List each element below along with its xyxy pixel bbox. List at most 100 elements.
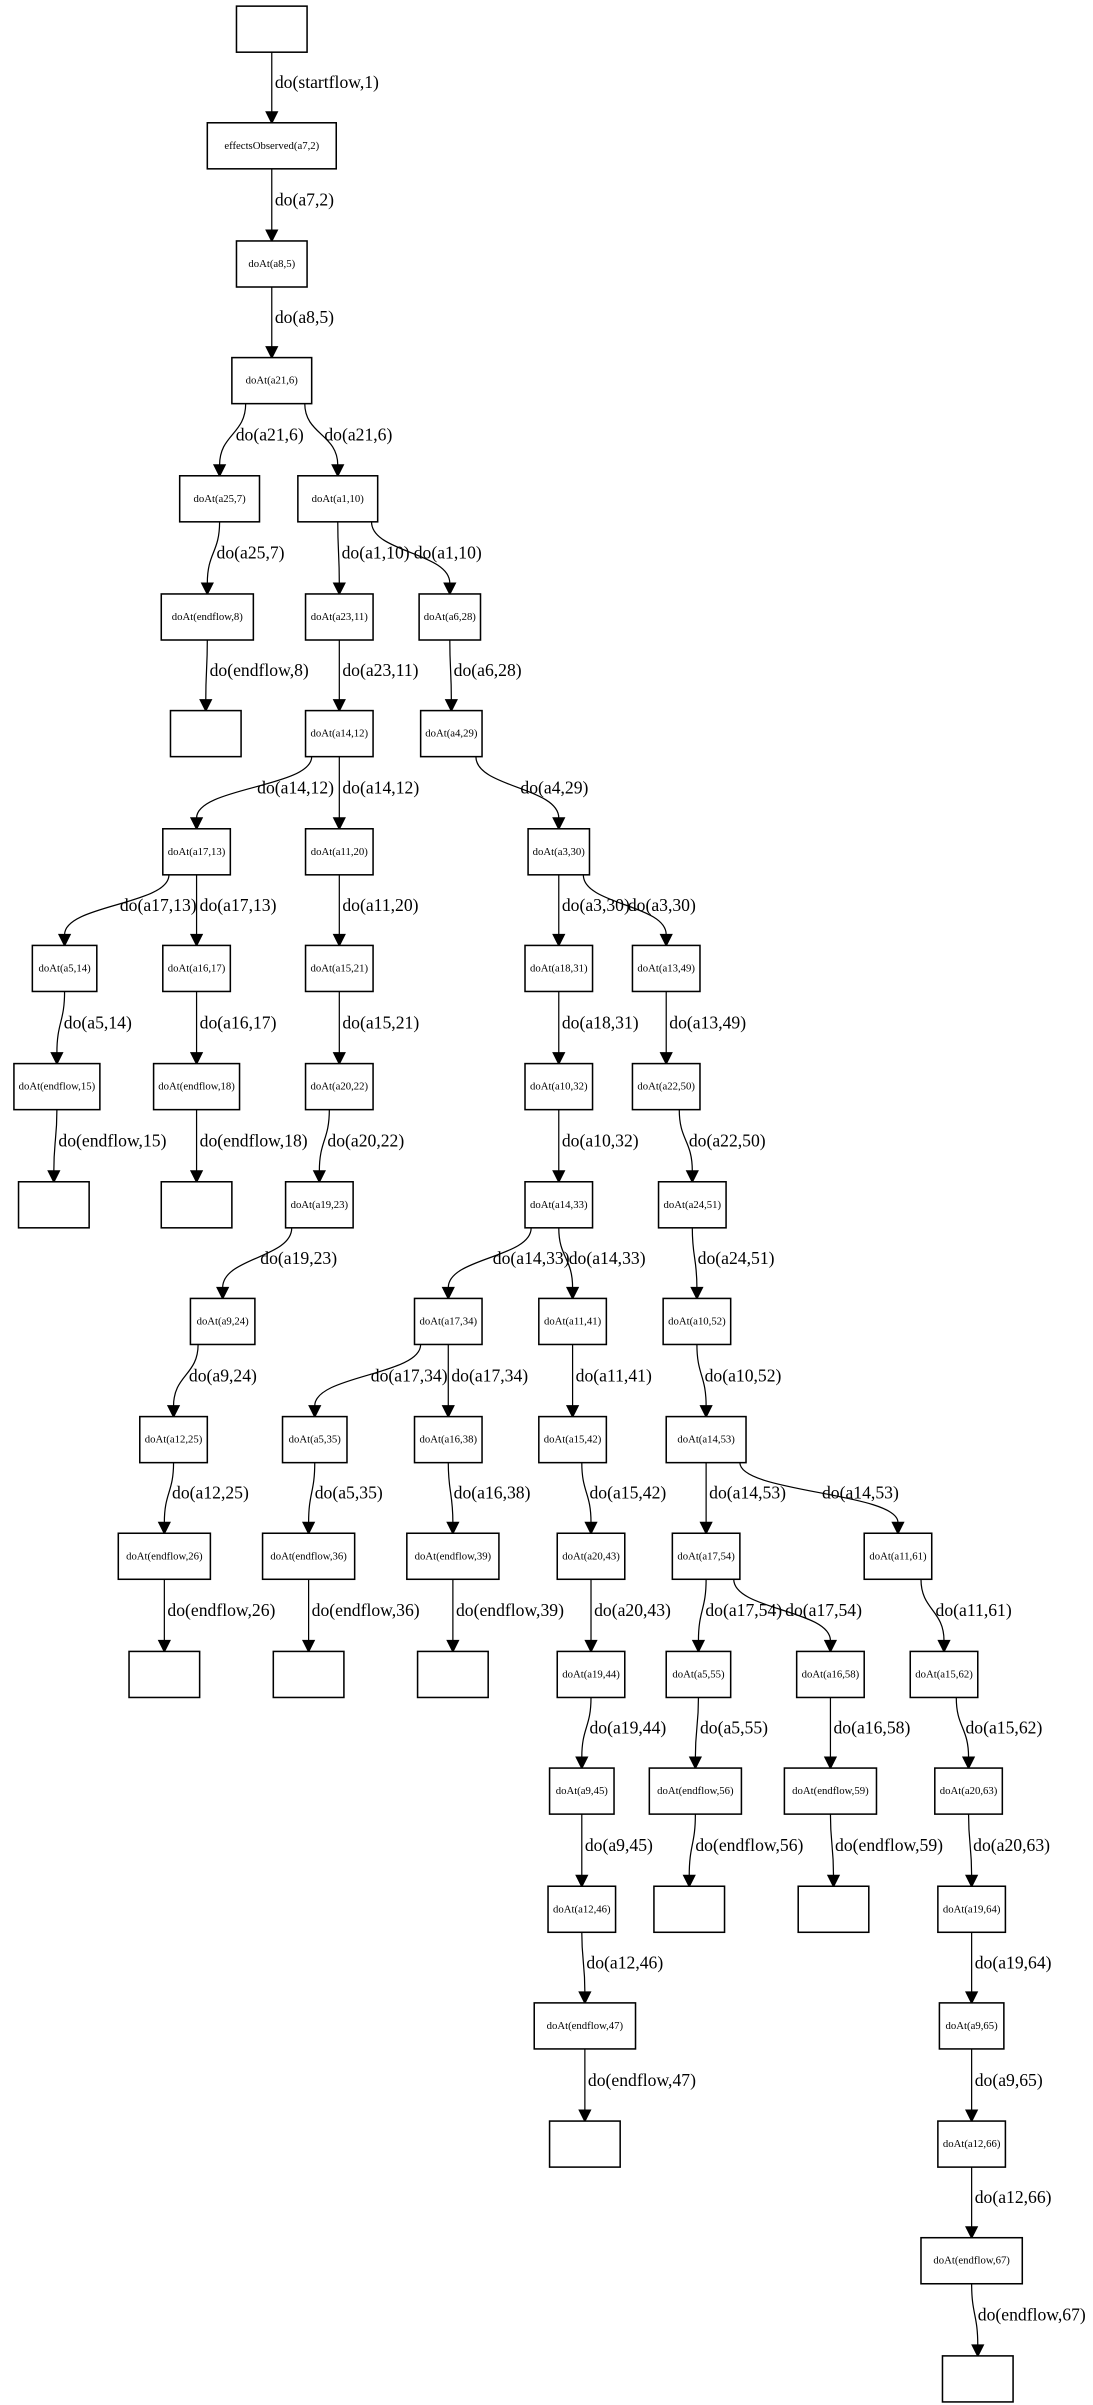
arrowhead-icon xyxy=(446,1521,460,1535)
graph-edge: do(a1,10) xyxy=(332,521,410,596)
graph-node: doAt(a24,51) xyxy=(657,1181,727,1229)
node-box xyxy=(235,240,308,288)
graph-edge: do(endflow,36) xyxy=(301,1579,420,1654)
node-box xyxy=(556,1532,626,1581)
node-box xyxy=(863,1532,933,1581)
node-label: doAt(a4,29) xyxy=(425,728,478,740)
node-box xyxy=(662,1297,732,1346)
edge-line xyxy=(920,1579,945,1641)
node-box xyxy=(235,5,308,53)
arrowhead-icon xyxy=(965,2226,979,2240)
node-box xyxy=(538,1415,608,1464)
graph-node: doAt(a21,6) xyxy=(231,356,313,405)
node-label: doAt(a21,6) xyxy=(246,375,299,387)
arrowhead-icon xyxy=(965,1874,979,1888)
edge-label: do(a19,44) xyxy=(589,1718,666,1738)
edge-label: do(a12,25) xyxy=(172,1483,249,1503)
graph-edge: do(a24,51) xyxy=(690,1227,775,1301)
node-box xyxy=(524,1181,594,1229)
edge-line xyxy=(337,521,340,584)
arrowhead-icon xyxy=(57,933,72,948)
graph-node: doAt(endflow,47) xyxy=(533,2002,637,2050)
edge-label: do(a14,33) xyxy=(569,1248,646,1268)
graph-node-empty xyxy=(548,2120,621,2168)
edge-label: do(endflow,59) xyxy=(835,1835,943,1855)
arrowhead-icon xyxy=(189,1052,204,1066)
edge-label: do(a10,32) xyxy=(562,1130,639,1150)
node-label: effectsObserved(a7,2) xyxy=(224,140,319,152)
node-label: doAt(endflow,8) xyxy=(172,611,244,623)
node-box xyxy=(524,1062,594,1111)
edge-label: do(a9,24) xyxy=(189,1365,257,1385)
node-label: doAt(a20,22) xyxy=(311,1081,369,1093)
node-box xyxy=(419,709,483,758)
edge-label: do(a17,13) xyxy=(200,895,277,915)
node-box xyxy=(941,2355,1014,2403)
edge-label: do(a6,28) xyxy=(454,660,522,680)
node-label: doAt(a9,24) xyxy=(197,1315,250,1327)
edge-line xyxy=(829,1814,835,1876)
edge-label: do(a1,10) xyxy=(342,543,410,563)
edge-line xyxy=(206,521,221,584)
graph-node: doAt(a13,49) xyxy=(631,944,701,993)
graph-edge: do(a19,64) xyxy=(965,1932,1052,2005)
graph-edge: do(a3,30) xyxy=(582,874,696,948)
edge-line xyxy=(195,756,313,819)
edge-label: do(a21,6) xyxy=(324,424,392,444)
graph-edge: do(a16,58) xyxy=(823,1697,910,1770)
node-box xyxy=(304,709,374,758)
node-label: doAt(a15,21) xyxy=(311,962,369,974)
graph-edge: do(a20,63) xyxy=(965,1814,1050,1888)
node-box xyxy=(17,1181,90,1229)
edge-line xyxy=(449,640,452,700)
arrowhead-icon xyxy=(444,699,458,713)
node-box xyxy=(657,1181,727,1229)
edge-label: do(a20,43) xyxy=(594,1600,671,1620)
graph-node: doAt(a9,45) xyxy=(548,1767,615,1815)
arrowhead-icon xyxy=(50,1052,64,1066)
edge-line xyxy=(370,521,451,584)
node-box xyxy=(547,1885,617,1934)
node-box xyxy=(169,709,242,758)
node-box xyxy=(281,1415,348,1464)
node-box xyxy=(937,1885,1007,1934)
edge-label: do(a15,42) xyxy=(589,1483,666,1503)
arrowhead-icon xyxy=(552,1170,566,1184)
graph-edge: do(a17,13) xyxy=(189,874,277,948)
node-box xyxy=(671,1532,741,1581)
node-box xyxy=(284,1181,354,1229)
graph-edge: do(startflow,1) xyxy=(265,52,379,125)
arrowhead-icon xyxy=(937,1639,951,1654)
node-label: doAt(a17,13) xyxy=(168,846,226,858)
edge-label: do(a3,30) xyxy=(562,895,630,915)
graph-node: doAt(a20,22) xyxy=(304,1062,374,1111)
node-label: doAt(a10,32) xyxy=(530,1081,588,1093)
graph-node: doAt(a15,21) xyxy=(304,944,374,993)
edge-line xyxy=(967,1814,973,1876)
arrowhead-icon xyxy=(682,1874,696,1888)
edge-line xyxy=(581,1932,586,1993)
node-box xyxy=(937,2120,1007,2168)
arrowhead-icon xyxy=(578,1991,592,2005)
node-box xyxy=(272,1650,345,1699)
arrowhead-icon xyxy=(331,464,345,478)
graph-node: doAt(a8,5) xyxy=(235,240,308,288)
node-box xyxy=(413,1415,483,1464)
graph-edge: do(a21,6) xyxy=(304,403,393,478)
node-label: doAt(a20,63) xyxy=(940,1785,998,1797)
edge-label: do(endflow,67) xyxy=(978,2305,1086,2325)
node-label: doAt(a12,66) xyxy=(943,2138,1001,2150)
edge-label: do(a24,51) xyxy=(698,1248,775,1268)
arrowhead-icon xyxy=(823,1639,838,1654)
node-label: doAt(endflow,26) xyxy=(126,1550,203,1562)
edge-line xyxy=(733,1579,832,1641)
graph-edge: do(a12,46) xyxy=(578,1932,663,2005)
node-box xyxy=(548,2120,621,2168)
node-label: doAt(endflow,67) xyxy=(933,2255,1010,2267)
edge-label: do(a23,11) xyxy=(342,660,418,680)
graph-node: doAt(a22,50) xyxy=(631,1062,701,1111)
graph-edge: do(a11,61) xyxy=(920,1579,1012,1654)
edge-label: do(startflow,1) xyxy=(275,72,379,92)
arrowhead-icon xyxy=(699,1521,713,1535)
arrowhead-icon xyxy=(659,1052,673,1066)
